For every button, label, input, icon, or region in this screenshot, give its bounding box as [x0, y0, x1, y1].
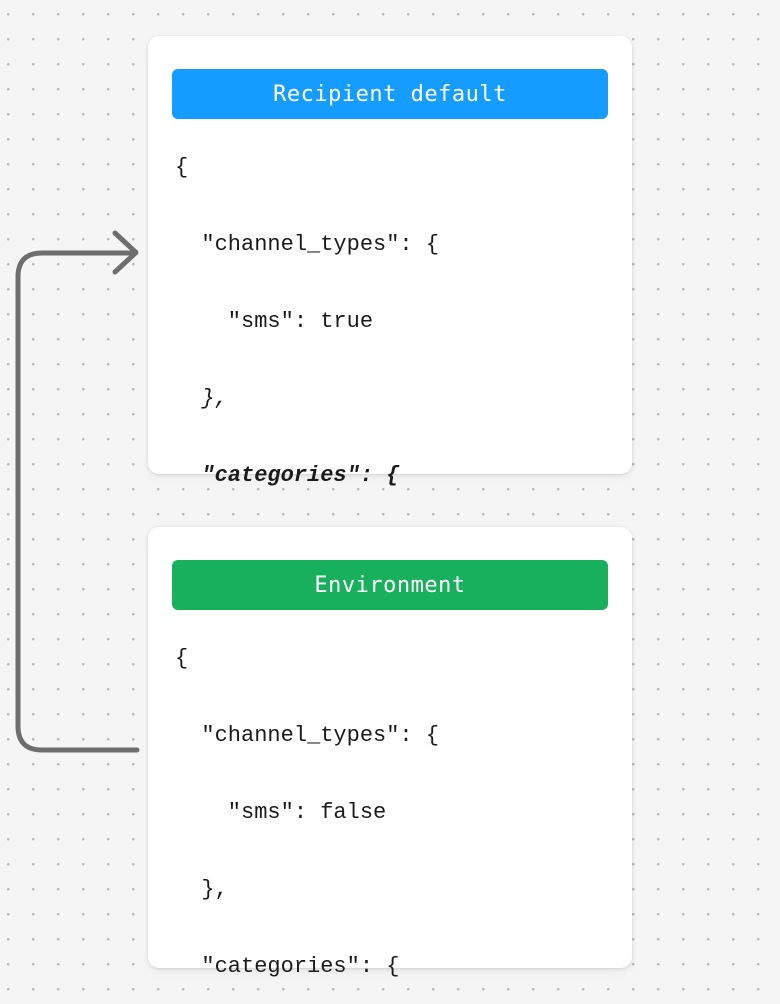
card-title-text: Recipient default [273, 81, 507, 107]
card-recipient-default: Recipient default { "channel_types": { "… [148, 36, 632, 719]
code-line: }, [175, 386, 228, 411]
code-line: }, [175, 877, 228, 902]
code-line: { [175, 646, 189, 671]
inheritance-arrow-path [15, 250, 140, 753]
code-line: "channel_types": { [175, 723, 440, 748]
card-title-banner-recipient-default: Recipient default [172, 69, 608, 119]
card-title-text: Environment [314, 572, 466, 598]
code-line: "channel_types": { [175, 232, 440, 257]
inheritance-arrowhead-icon [112, 230, 139, 275]
code-line: "categories": { [175, 954, 400, 979]
card-title-banner-environment: Environment [172, 560, 608, 610]
code-line: "sms": false [175, 800, 387, 825]
code-line: "categories": { [175, 463, 400, 488]
code-line: { [175, 155, 189, 180]
code-block-environment: { "channel_types": { "sms": false }, "ca… [172, 640, 608, 1004]
code-line: "sms": true [175, 309, 374, 334]
card-environment: Environment { "channel_types": { "sms": … [148, 527, 632, 979]
